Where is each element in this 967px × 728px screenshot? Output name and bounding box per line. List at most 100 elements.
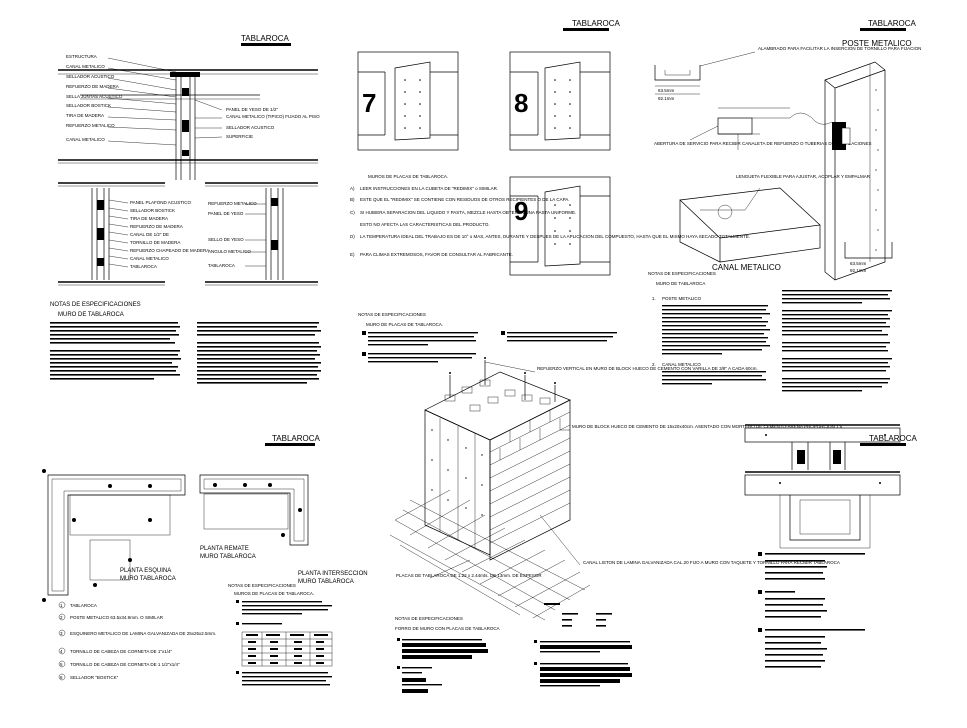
label-refuerzo-metalico: REFUERZO METALICO — [66, 123, 115, 128]
isometric-block-wall: REFUERZO VERTICAL EN MURO DE BLOCK HUECO… — [389, 357, 843, 621]
step-d-text: LA TEMPERATURA IDEAL DEL TRABAJO ES DE 1… — [360, 234, 750, 239]
notes-right-subtitle: MURO DE TABLAROCA — [656, 281, 705, 286]
notes-left: NOTAS DE ESPECIFICACIONES MURO DE TABLAR… — [50, 302, 321, 384]
middle-notes-title: NOTAS DE ESPECIFICACIONES — [358, 312, 426, 317]
legend-text-2: POSTE METALICO 63.5x34.9mm. O SIMILAR — [70, 615, 164, 620]
panel-7: 7 — [357, 51, 459, 151]
notes-right-item1-head: POSTE METALICO — [662, 296, 702, 301]
bottom-mid-subtitle: MUROS DE PLACAS DE TABLAROCA. — [234, 591, 314, 596]
legend-num-3: 3 — [60, 631, 63, 636]
notes-right-item2-head: CANAL METALICO — [662, 362, 701, 367]
label-refuerzo-madera: REFUERZO DE MADERA — [66, 84, 119, 89]
plan-1-title: PLANTA ESQUINA — [120, 568, 171, 574]
poste-label-hole: ABERTURA DE SERVICIO PARA RECIBIR CANALE… — [654, 141, 872, 146]
step-c-text: SI HUBIERA SEPARACION DEL LIQUIDO Y PAST… — [360, 210, 576, 215]
label-lr-1: PANEL DE YESO — [208, 211, 244, 216]
section-detail-right — [744, 424, 901, 549]
label-ll-3: REFUERZO DE MADERA — [130, 224, 183, 229]
label-ll-0: PANEL PLAFOND ACUSTICO — [130, 200, 192, 205]
notes-left-title: NOTAS DE ESPECIFICACIONES — [50, 302, 141, 308]
title-tablaroca-5: TABLAROCA — [860, 434, 918, 446]
step-e-key: E) — [350, 252, 355, 257]
legend-num-2: 2 — [60, 615, 63, 620]
poste-dim-3: 63.5mm — [850, 261, 867, 266]
label-sellador-bostick: SELLADOR BOSTICK — [66, 103, 111, 108]
panel-number-7: 7 — [362, 88, 376, 118]
canal-title: CANAL METALICO — [712, 263, 781, 272]
label-ll-6: REFUERZO CHAPEADO DE MADERA — [130, 248, 209, 253]
legend-num-4: 4 — [60, 649, 63, 654]
poste-title: POSTE METALICO — [842, 39, 912, 48]
step-a-text: LEER INSTRUCCIONES EN LA CUBETA DE "REDI… — [360, 186, 498, 191]
notes-right-item2-num: 2. — [652, 362, 656, 367]
notes-left-text-block — [50, 322, 321, 384]
poste-dim-2: 92.1mm — [658, 96, 675, 101]
plan-esquina: PLANTA ESQUINA MURO TABLAROCA — [42, 469, 186, 602]
title-tablaroca-2: TABLAROCA — [563, 19, 621, 31]
right-bottom-notes — [758, 552, 865, 668]
notes-right-title: NOTAS DE ESPECIFICACIONES — [648, 271, 716, 276]
plan-legend: 1 TABLAROCA 2 POSTE METALICO 63.5x34.9mm… — [58, 601, 216, 681]
plan-2-title: PLANTA REMATE — [200, 546, 249, 552]
notes-right-item1-num: 1. — [652, 296, 656, 301]
poste-label-top: ALAMBRADO PARA FACILITAR LA INSERCION DE… — [758, 46, 921, 51]
label-sella-juntas: SELLA JUNTAS ACUSTICO — [66, 94, 123, 99]
step-b-key: B) — [350, 197, 355, 202]
label-lr-2: SELLO DE YESO — [208, 237, 244, 242]
label-ll-5: TORNILLO DE MADERA — [130, 240, 180, 245]
iso-label-placas: PLACAS DE TABLAROCA DE 1.22 x 2.44mts. D… — [396, 573, 542, 578]
middle-notes-subtitle: MURO DE PLACAS DE TABLAROCA. — [366, 322, 443, 327]
label-ll-1: SELLADOR BOSTICK — [130, 208, 175, 213]
iso-label-refuerzo: REFUERZO VERTICAL EN MURO DE BLOCK HUECO… — [537, 366, 758, 371]
plan-interseccion-label: PLANTA INTERSECCION MURO TABLAROCA — [298, 571, 368, 585]
spec-table — [241, 631, 333, 667]
label-lr-3: ANGULO METALICO — [208, 249, 251, 254]
poste-dim-4: 92.1mm — [850, 268, 867, 273]
plan-remate: PLANTA REMATE MURO TABLAROCA — [199, 474, 309, 560]
plan-3-title: PLANTA INTERSECCION — [298, 571, 368, 577]
poste-metalico-detail: POSTE METALICO 63.5mm 92.1mm ALAMBRADO P… — [654, 39, 921, 281]
bottom-mid-notes: NOTAS DE ESPECIFICACIONES MUROS DE PLACA… — [228, 583, 333, 686]
bottom-center-subtitle: FORRO DE MURO CON PLACAS DE TABLAROCA — [395, 626, 500, 631]
step-a-key: A) — [350, 186, 355, 191]
label-ll-8: TABLAROCA — [130, 264, 157, 269]
step-b-text: ESTE QUE EL "REDIMIX" SE CONTIENE CON RE… — [360, 197, 570, 202]
canal-label-tab: LENGUETA FLEXIBLE PARA AJUSTAR, ACOPLAR … — [736, 174, 871, 179]
legend-text-3: ESQUINERO METALICO DE LAMINA GALVANIZADA… — [70, 631, 216, 636]
plan-1-subtitle: MURO TABLAROCA — [120, 576, 176, 582]
legend-num-6: 6 — [60, 675, 63, 680]
plan-2-subtitle: MURO TABLAROCA — [200, 554, 256, 560]
section-detail-lower-right: REFUERZO METALICO PANEL DE YESO SELLO DE… — [205, 182, 318, 286]
label-sellador-acustico-r: SELLADOR ACUSTICO — [226, 125, 275, 130]
label-ll-2: TIRA DE MADERA — [130, 216, 168, 221]
step-c-key: C) — [350, 210, 355, 215]
sheet-title-text: TABLAROCA — [572, 19, 621, 28]
label-canal-metalico: CANAL METALICO — [66, 64, 105, 69]
label-sellador-acustico: SELLADOR ACUSTICO — [66, 74, 115, 79]
legend-text-1: TABLAROCA — [70, 603, 97, 608]
step-d-key: D) — [350, 234, 355, 239]
panel-notes-title: MUROS DE PLACAS DE TABLAROCA. — [368, 174, 448, 179]
step-c2-text: ESTO NO AFECTA LAS CARACTERISTICAS DEL P… — [360, 222, 490, 227]
notes-right: NOTAS DE ESPECIFICACIONES MURO DE TABLAR… — [648, 271, 892, 392]
bottom-center-title: NOTAS DE ESPECIFICACIONES — [395, 616, 463, 621]
title-tablaroca-4: TABLAROCA — [265, 434, 321, 446]
label-lr-4: TABLAROCA — [208, 263, 235, 268]
bottom-center-notes: NOTAS DE ESPECIFICACIONES FORRO DE MURO … — [395, 603, 632, 693]
label-canal-tipico: CANAL METALICO (TIPICO) FIJADO AL PISO — [226, 114, 320, 119]
label-estructura: ESTRUCTURA — [66, 54, 97, 59]
label-superficie: SUPERFICIE — [226, 134, 253, 139]
section-detail-top-left: ESTRUCTURA CANAL METALICO SELLADOR ACUST… — [58, 54, 320, 180]
sheet-title-text: TABLAROCA — [868, 19, 917, 28]
iso-label-block: MURO DE BLOCK HUECO DE CEMENTO DE 15x20x… — [572, 424, 843, 429]
label-panel-yeso: PANEL DE YESO DE 1/2" — [226, 107, 278, 112]
label-ll-4: CANAL DE 1/2" DE — [130, 232, 169, 237]
plan-3-subtitle: MURO TABLAROCA — [298, 579, 354, 585]
label-lr-0: REFUERZO METALICO — [208, 201, 257, 206]
panel-8: 8 — [509, 51, 611, 151]
sheet-title-text: TABLAROCA — [272, 434, 321, 443]
notes-left-subtitle: MURO DE TABLAROCA — [58, 312, 124, 318]
label-ll-7: CANAL METALICO — [130, 256, 169, 261]
middle-notes: NOTAS DE ESPECIFICACIONES MURO DE PLACAS… — [358, 312, 617, 363]
legend-text-5: TORNILLO DE CABEZA DE CORNETA DE 1 1/2"x… — [70, 662, 180, 667]
